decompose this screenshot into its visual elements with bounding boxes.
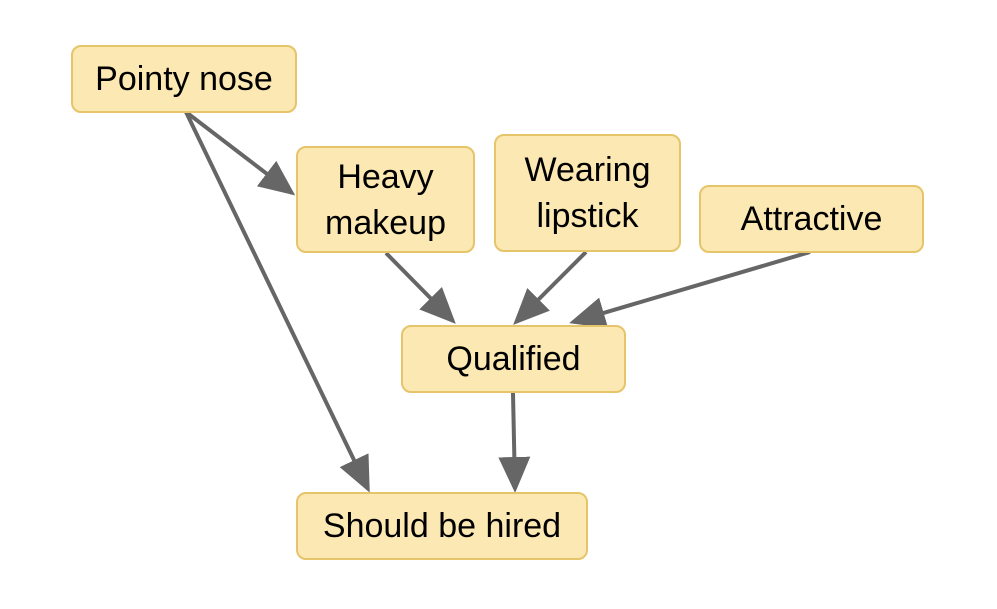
node-label: Attractive bbox=[740, 200, 883, 238]
node-wearing-lipstick: Wearing lipstick bbox=[494, 134, 681, 252]
edge-qualified-to-should-be-hired bbox=[498, 392, 531, 493]
node-should-be-hired: Should be hired bbox=[296, 492, 588, 560]
edge-attractive-to-qualified bbox=[569, 250, 811, 329]
edge-pointy-nose-to-should-be-hired bbox=[184, 111, 370, 493]
edge-wearing-lipstick-to-qualified bbox=[513, 250, 588, 325]
node-label: Wearing lipstick bbox=[524, 151, 651, 235]
edge-pointy-nose-to-heavy-makeup bbox=[184, 110, 296, 196]
node-label: Qualified bbox=[446, 340, 581, 378]
node-attractive: Attractive bbox=[699, 185, 924, 253]
edge-heavy-makeup-to-qualified bbox=[384, 251, 456, 324]
node-pointy-nose: Pointy nose bbox=[71, 45, 297, 113]
node-label: Heavy makeup bbox=[325, 157, 446, 242]
node-label: Should be hired bbox=[322, 507, 562, 545]
node-qualified: Qualified bbox=[401, 325, 626, 393]
node-heavy-makeup: Heavy makeup bbox=[296, 146, 475, 253]
node-label: Pointy nose bbox=[95, 60, 273, 98]
